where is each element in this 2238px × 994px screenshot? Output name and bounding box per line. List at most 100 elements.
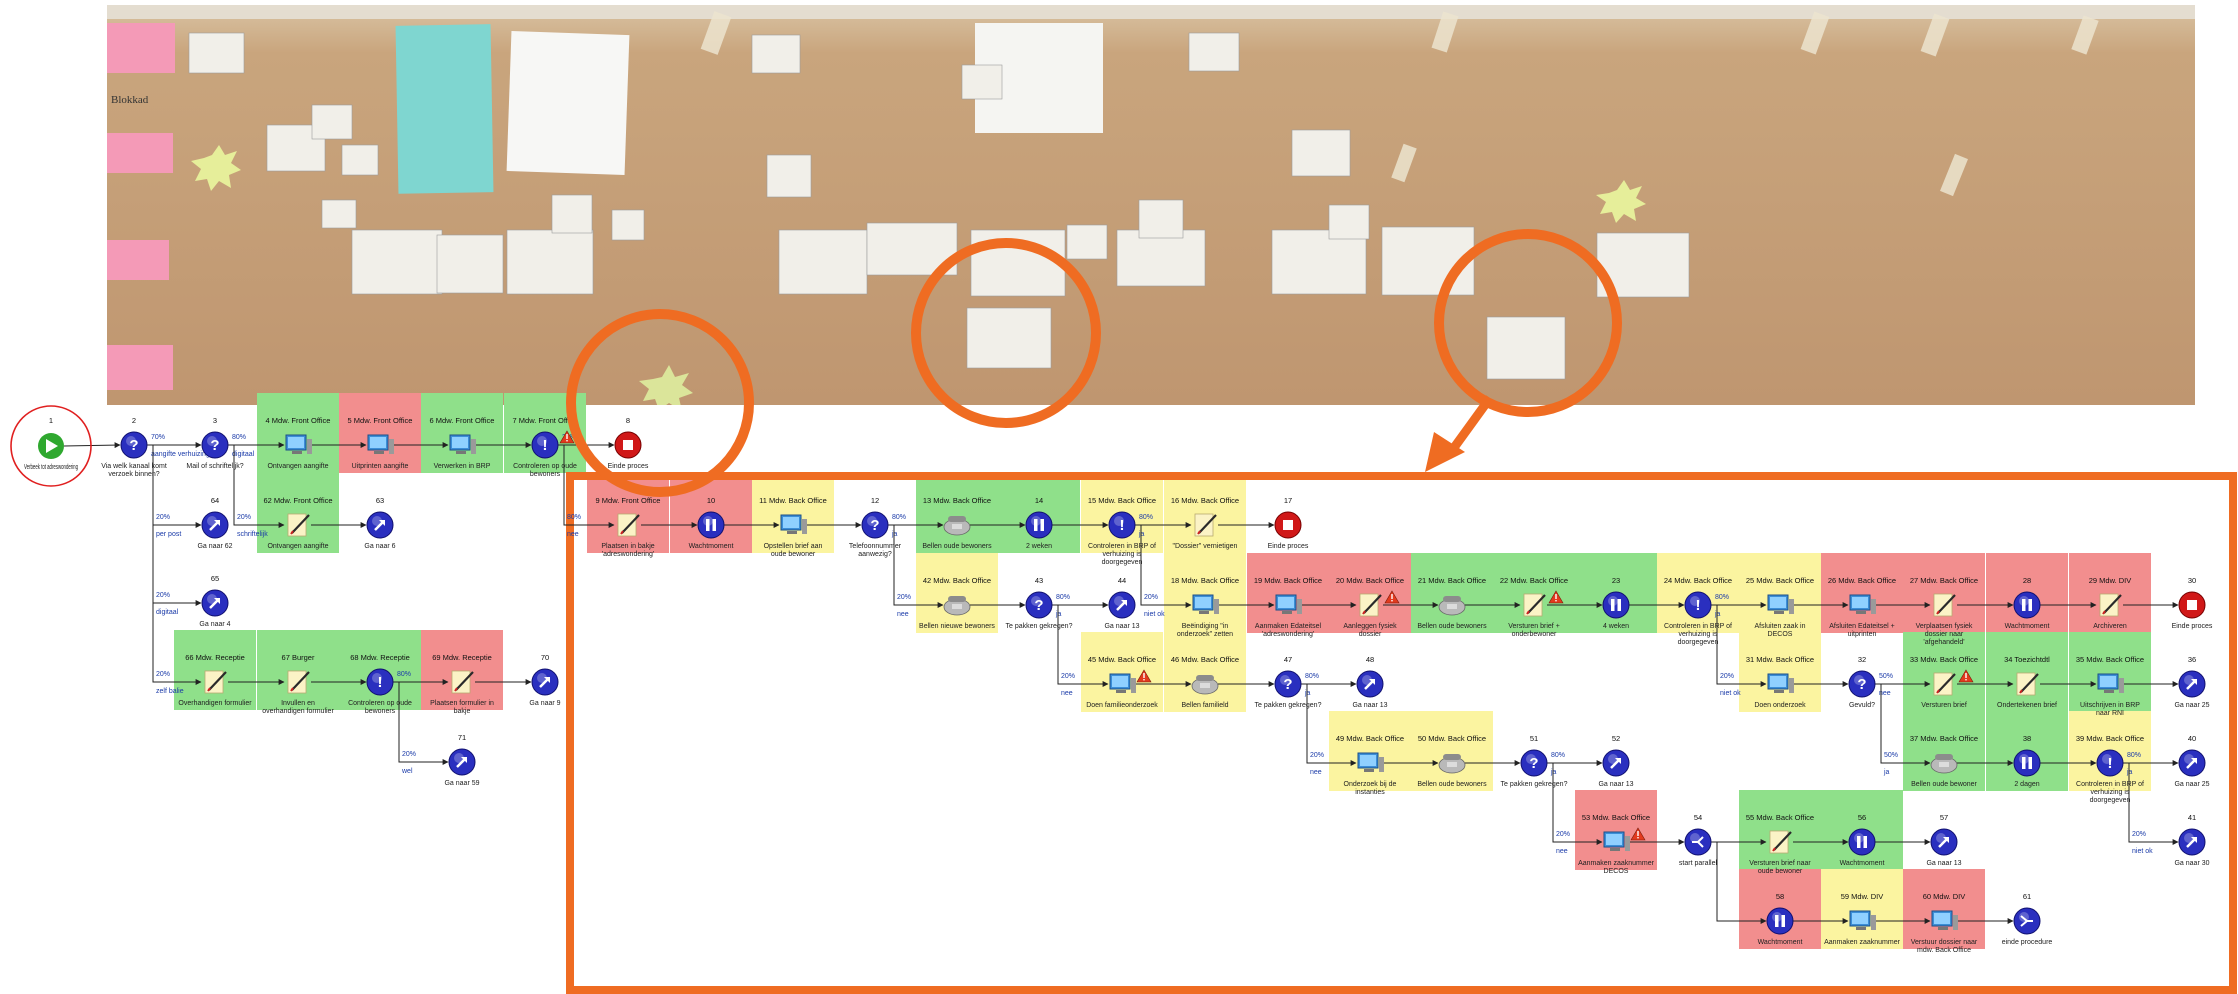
node-label: start parallel [1679,860,1718,867]
pause-icon [2013,749,2041,777]
edge: 20%niet ok [1135,524,1192,618]
node-n23[interactable]: 234 weken [1602,576,1630,630]
node-label: DECOS [1768,631,1793,638]
node-label: Ga naar 13 [1926,860,1961,867]
node-n68[interactable]: 68 Mdw. Receptie!Controleren op oudebewo… [348,653,412,715]
question-icon: ? [1848,670,1876,698]
node-background [916,553,998,633]
edge-percentage: 20% [1144,594,1158,601]
node-n47[interactable]: 47?Te pakken gekregen? [1255,655,1322,709]
node-n3[interactable]: 3?Mail of schriftelijk? [186,416,243,470]
node-label: oude bewoner [1758,868,1803,875]
node-n43[interactable]: 43?Te pakken gekregen? [1006,576,1073,630]
node-n16[interactable]: 16 Mdw. Back Office"Dossier" vernietigen [1171,496,1239,550]
node-background [1903,553,1985,633]
edge-line [228,444,285,528]
edge-condition: digitaal [156,609,179,616]
svg-text:!: ! [543,437,548,454]
node-n14[interactable]: 142 weken [1025,496,1053,550]
node-n32[interactable]: 32?Gevuld? [1848,655,1876,709]
node-n15[interactable]: 15 Mdw. Back Office!Controleren in BRP o… [1088,496,1156,566]
node-n7[interactable]: 7 Mdw. Front Office!Controleren op oudeb… [513,416,578,478]
node-background [752,473,834,553]
start-node[interactable]: 1 Verbeek tot adreswondering [10,405,92,487]
node-background [1081,632,1163,712]
node-n38[interactable]: 382 dagen [2013,734,2041,788]
node-n39[interactable]: 39 Mdw. Back Office!Controleren in BRP o… [2076,734,2144,804]
warning-icon [1136,669,1152,683]
edge-percentage: 20% [156,514,170,521]
edge-percentage: 20% [237,514,251,521]
node-background [1903,869,1985,949]
node-label: verhuizing is [2091,789,2130,796]
goto-icon [448,748,476,776]
node-number: 6 Mdw. Front Office [430,416,495,425]
node-n51[interactable]: 51?Te pakken gekregen? [1501,734,1568,788]
edge [63,442,121,449]
exclaim-icon: ! [2096,749,2124,777]
node-n24[interactable]: 24 Mdw. Back Office!Controleren in BRP o… [1664,576,1732,646]
goto-icon [201,511,229,539]
edge-percentage: 50% [1879,673,1893,680]
node-label: einde procedure [2002,939,2053,946]
node-number: 23 [1612,576,1620,585]
node-number: 18 Mdw. Back Office [1171,576,1239,585]
